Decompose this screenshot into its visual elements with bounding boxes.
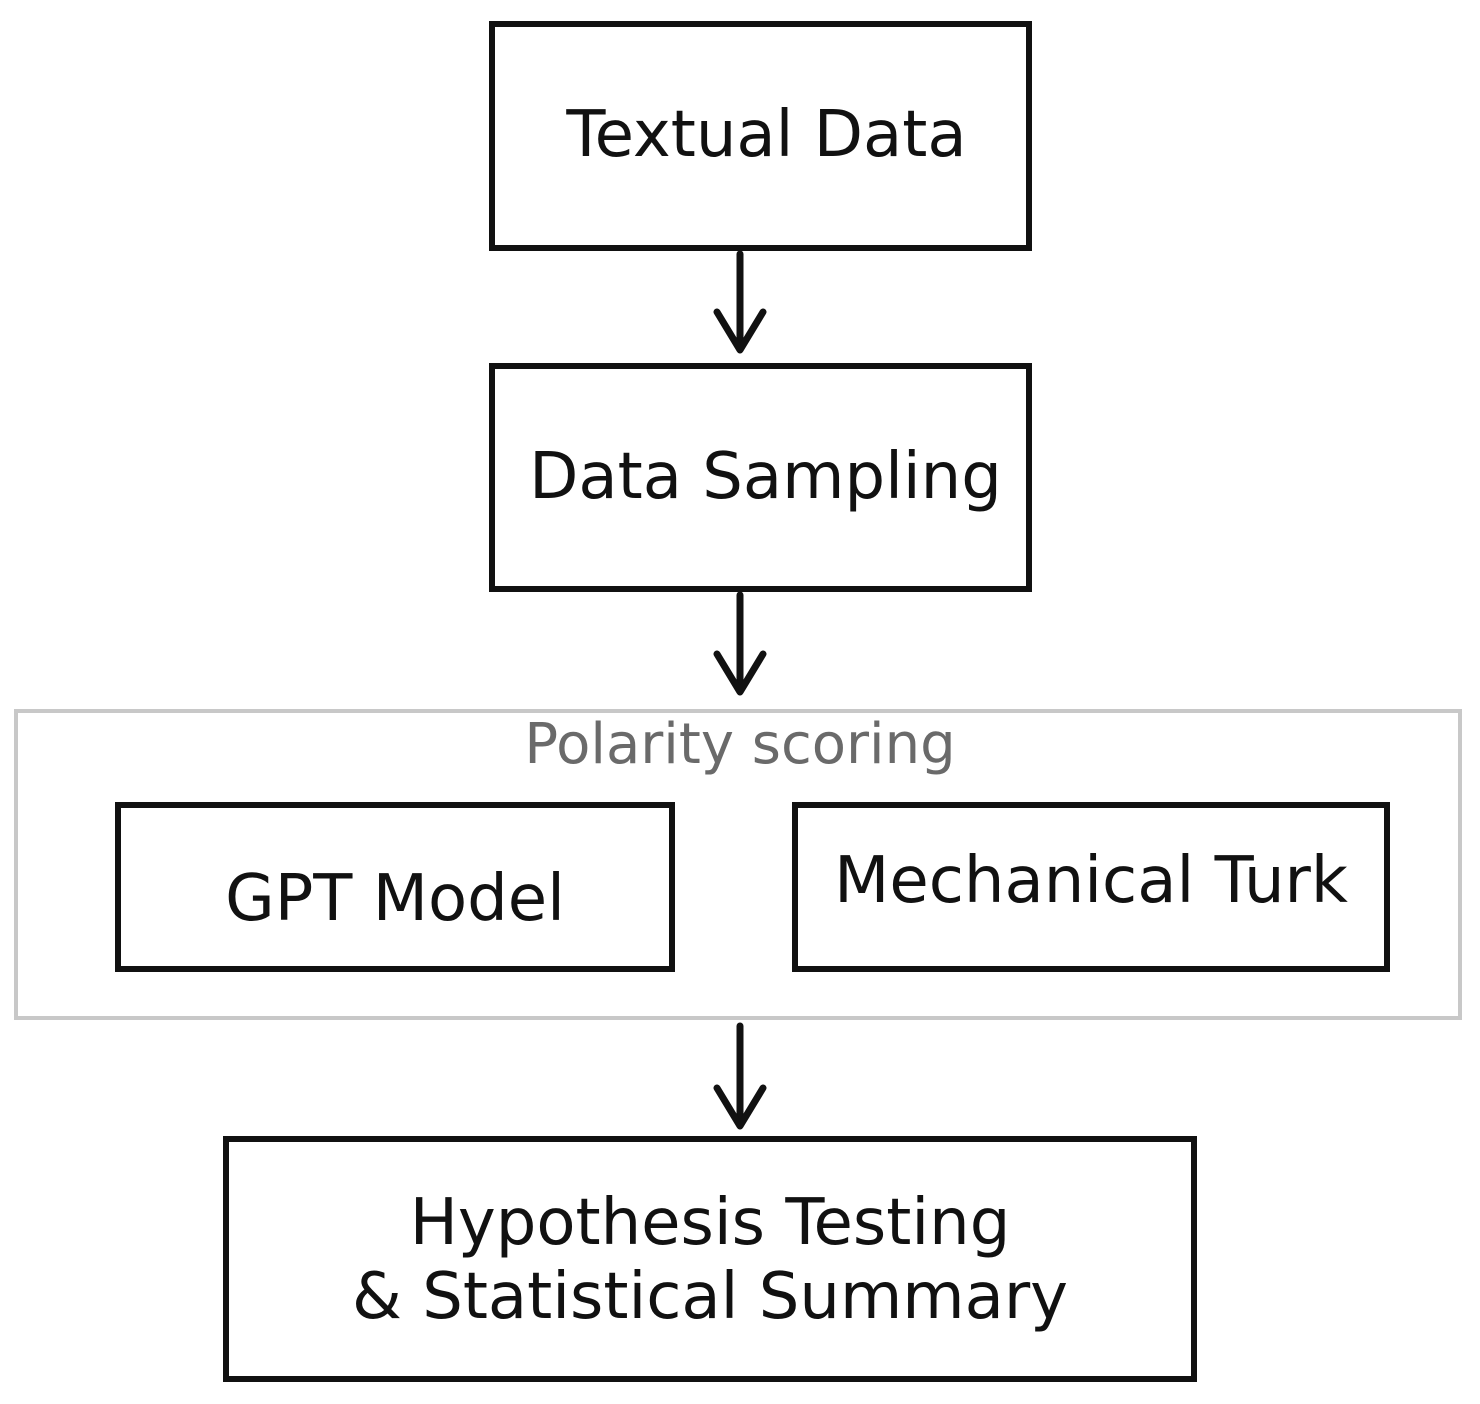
- data-sampling-label: Data Sampling: [529, 439, 1002, 514]
- mechanical-turk-label: Mechanical Turk: [834, 844, 1348, 919]
- gpt-model-node: GPT Model: [115, 802, 675, 972]
- textual-data-node: Textual Data: [489, 21, 1032, 251]
- arrow-polarity-to-hypothesis: [713, 1022, 767, 1130]
- textual-data-label: Textual Data: [566, 98, 967, 173]
- arrow-sampling-to-polarity: [713, 591, 767, 696]
- polarity-scoring-label: Polarity scoring: [524, 712, 956, 777]
- hypothesis-testing-node: Hypothesis Testing & Statistical Summary: [223, 1136, 1197, 1382]
- gpt-model-label: GPT Model: [225, 862, 565, 937]
- arrow-textual-to-sampling: [713, 250, 767, 354]
- mechanical-turk-node: Mechanical Turk: [792, 802, 1390, 972]
- data-sampling-node: Data Sampling: [489, 363, 1032, 592]
- hypothesis-testing-label: Hypothesis Testing & Statistical Summary: [351, 1186, 1069, 1334]
